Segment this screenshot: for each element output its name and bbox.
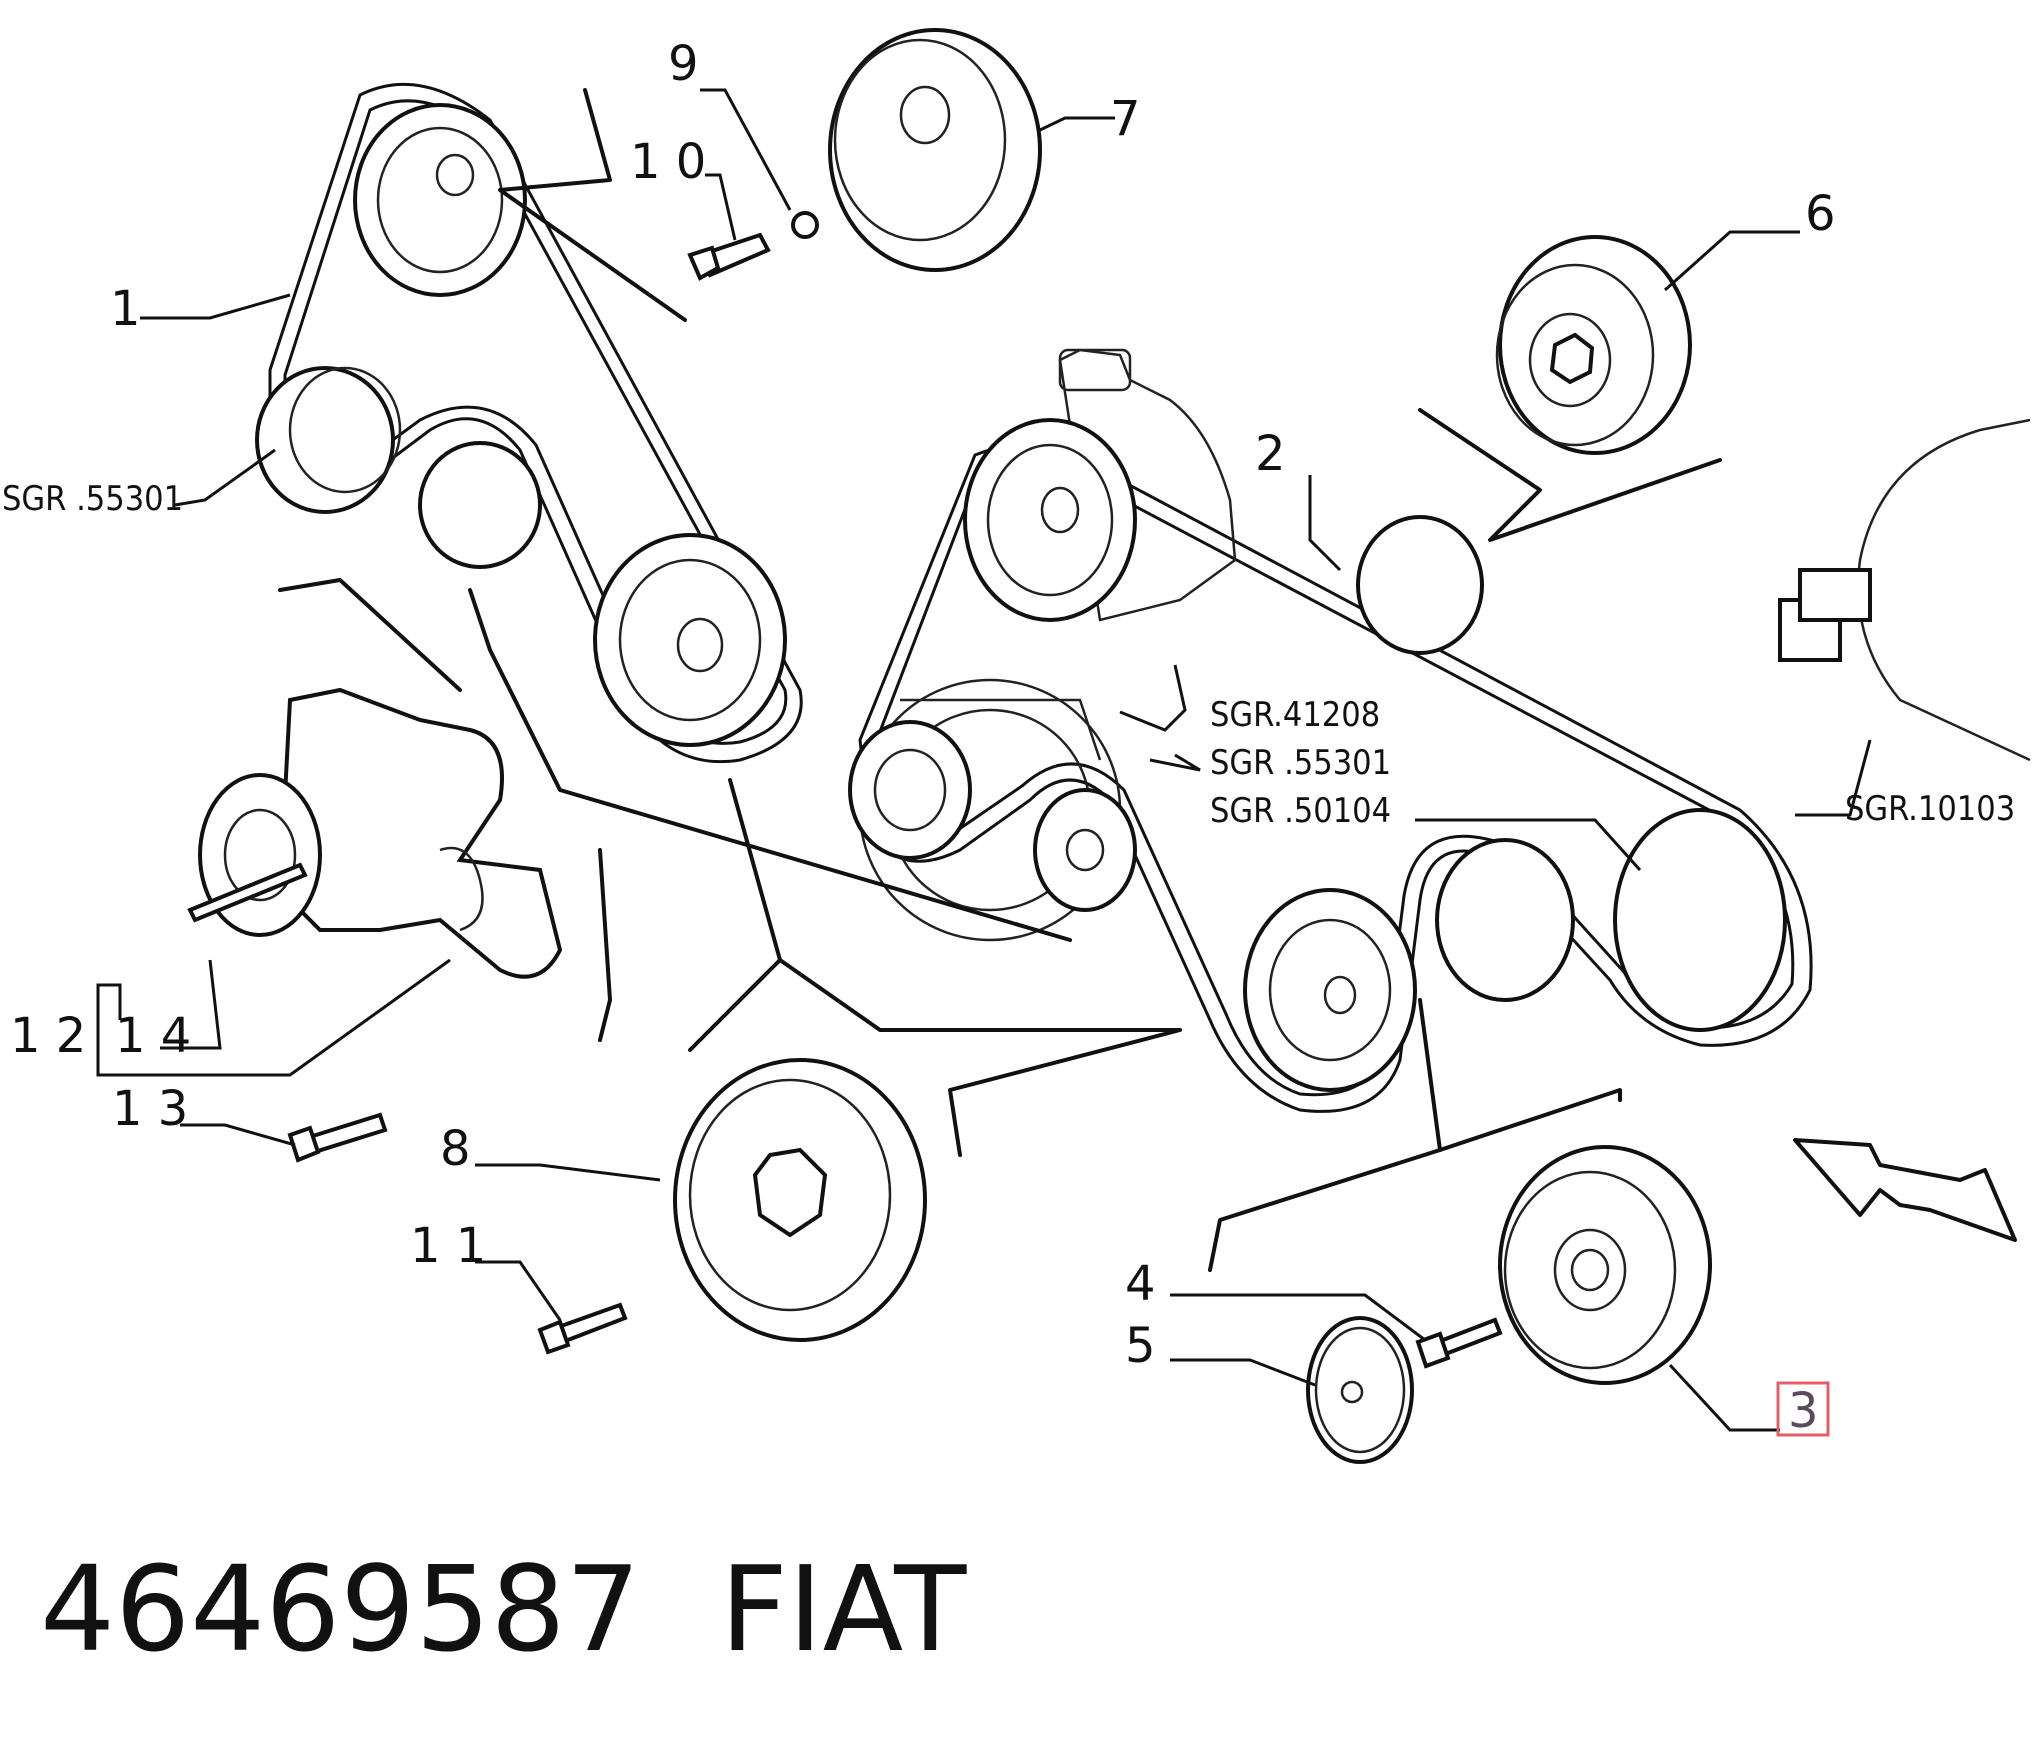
crankshaft-stub xyxy=(1778,418,2031,762)
label-10: 1 0 xyxy=(630,134,706,190)
label-2: 2 xyxy=(1255,426,1286,482)
label-12: 1 2 xyxy=(10,1008,86,1064)
part-labels: 1 SGR .55301 2 SGR.41208 SGR .55301 SGR … xyxy=(2,36,2015,1439)
brand-name: FIAT xyxy=(720,1540,967,1678)
part-13-bolt xyxy=(287,1112,388,1163)
leader-lines xyxy=(96,88,1872,1432)
label-sgr-41208: SGR.41208 xyxy=(1210,695,1380,735)
label-11: 1 1 xyxy=(410,1218,486,1274)
part-8-pulley xyxy=(673,1058,927,1342)
part-6-pulley xyxy=(1495,235,1692,455)
upper-belt-lower-pulley xyxy=(593,533,787,747)
label-sgr-10103: SGR.10103 xyxy=(1845,789,2015,829)
label-9: 9 xyxy=(668,36,699,92)
label-13: 1 3 xyxy=(112,1081,188,1137)
label-6: 6 xyxy=(1805,186,1836,242)
lower-idler-pulley xyxy=(1435,838,1575,1002)
label-3-highlight-box xyxy=(1776,1381,1830,1437)
crankshaft-pulley xyxy=(1613,808,1787,1032)
middle-idler-pulley xyxy=(418,441,542,569)
part-3-pulley xyxy=(1498,1145,1712,1385)
part-9-circlip xyxy=(791,211,819,239)
part-number: 46469587 xyxy=(40,1540,641,1678)
label-14: 1 4 xyxy=(115,1008,191,1064)
upper-crank-pulley xyxy=(353,103,527,297)
direction-arrow xyxy=(1793,1138,2017,1242)
alternator-fan-pulley xyxy=(1033,788,1137,912)
explode-guides xyxy=(278,88,1722,1272)
label-7: 7 xyxy=(1110,91,1141,147)
part-4-bolt xyxy=(1415,1317,1503,1369)
label-sgr-55301-right: SGR .55301 xyxy=(1210,743,1391,783)
pump-housing xyxy=(1058,348,1237,622)
alternator-pulley xyxy=(848,720,972,860)
part-10-bolt xyxy=(687,232,771,281)
label-8: 8 xyxy=(440,1121,471,1177)
footer: 46469587 FIAT xyxy=(40,1540,967,1678)
tensioner-idler xyxy=(1356,515,1484,655)
left-idler-pulley xyxy=(255,366,402,514)
label-5: 5 xyxy=(1125,1318,1156,1374)
part-11-bolt xyxy=(537,1302,628,1355)
part-7-pulley xyxy=(828,28,1042,272)
tensioner-assembly xyxy=(187,687,563,979)
lower-middle-pulley xyxy=(1243,888,1417,1092)
label-4: 4 xyxy=(1125,1256,1156,1312)
pump-pulley xyxy=(963,418,1137,622)
label-sgr-50104: SGR .50104 xyxy=(1210,791,1391,831)
label-3: 3 xyxy=(1788,1383,1819,1439)
label-sgr-55301-left: SGR .55301 xyxy=(2,479,183,519)
label-1: 1 xyxy=(110,281,141,337)
part-5-cover xyxy=(1306,1316,1414,1464)
